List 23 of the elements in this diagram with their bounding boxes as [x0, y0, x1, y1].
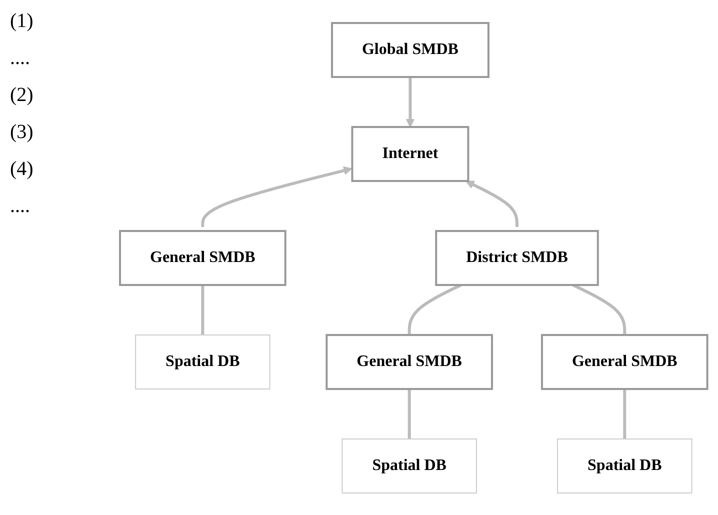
- callout-number: (1): [10, 10, 34, 33]
- database-box: Global SMDB: [331, 22, 490, 78]
- callout-number: (4): [10, 158, 34, 181]
- connector: [624, 388, 626, 438]
- connector: [572, 283, 626, 334]
- database-box: General SMDB: [119, 230, 287, 286]
- connector: [466, 180, 519, 226]
- database-box: General SMDB: [541, 334, 709, 390]
- storage-box: Spatial DB: [342, 438, 478, 493]
- database-box: General SMDB: [326, 334, 494, 390]
- connector: [408, 388, 412, 438]
- callout-number: (2): [10, 84, 34, 107]
- connector: [202, 166, 353, 226]
- ellipsis-text: ....: [10, 195, 31, 218]
- ellipsis-text: ....: [10, 47, 31, 70]
- storage-box: Spatial DB: [135, 334, 271, 389]
- connector: [202, 284, 204, 334]
- network-band: Internet: [352, 126, 470, 182]
- connector: [406, 76, 415, 127]
- database-box: District SMDB: [435, 230, 600, 286]
- connector: [408, 283, 462, 334]
- storage-box: Spatial DB: [557, 438, 693, 493]
- callout-number: (3): [10, 121, 34, 144]
